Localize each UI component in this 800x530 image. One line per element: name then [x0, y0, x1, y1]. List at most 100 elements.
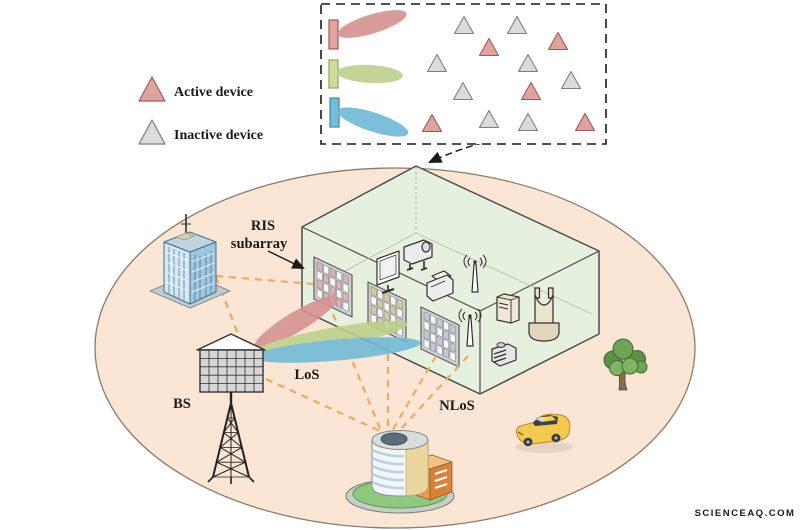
office-building: [149, 214, 231, 309]
inactive-device-triangle: [453, 15, 475, 35]
ris-element: [383, 301, 390, 313]
monitor-icon: [376, 250, 400, 295]
car-icon: [515, 413, 573, 453]
ris-element: [396, 298, 403, 310]
inset-beam-pink: [337, 10, 407, 38]
inset-beam-green: [337, 64, 403, 84]
tree-icon: [603, 338, 648, 391]
ris-element: [342, 273, 349, 285]
ris-element: [443, 338, 450, 350]
ris-element: [430, 332, 437, 344]
ris-subarray-pink: [328, 19, 339, 50]
inactive-device-triangle: [517, 112, 539, 132]
ris-element: [342, 291, 349, 303]
ris-element: [383, 310, 390, 322]
printer-icon: [426, 270, 454, 302]
ris-subarray-blue: [329, 97, 340, 128]
active-device-triangle: [574, 112, 596, 132]
ris-pointer-arrow: [267, 250, 305, 269]
beam-pink: [254, 295, 338, 349]
ris-element: [377, 298, 384, 310]
ris-element: [383, 292, 390, 304]
inactive-device-triangle: [517, 53, 539, 73]
annotations: BS LoS NLoS RIS subarray: [173, 139, 495, 414]
inset-beam-blue: [337, 107, 409, 137]
ris-element: [342, 282, 349, 294]
inactive-device-triangle: [452, 81, 474, 101]
ris-element: [323, 273, 330, 285]
round-tower-building: [345, 430, 455, 514]
ris-element: [377, 289, 384, 301]
ris-element: [449, 350, 456, 362]
ris-element: [390, 295, 397, 307]
ris-element: [430, 323, 437, 335]
ris-element: [316, 279, 323, 291]
watermark: SCIENCEAQ.COM: [695, 508, 796, 519]
ris-element: [329, 276, 336, 288]
ris-element: [443, 329, 450, 341]
ris-element: [329, 285, 336, 297]
inactive-device-swatch: [138, 119, 166, 145]
base-station: [196, 333, 266, 484]
ris-element: [449, 341, 456, 353]
active-device-triangle: [421, 113, 443, 133]
ris-element: [336, 270, 343, 282]
ris-element: [449, 332, 456, 344]
active-device-triangle: [520, 81, 542, 101]
active-device-triangle: [547, 31, 569, 51]
industrial-machine-icon: [403, 239, 433, 271]
ris-element: [342, 300, 349, 312]
dashed-link: [398, 355, 469, 432]
ris-subarray-green: [328, 59, 339, 89]
ris-element: [370, 286, 377, 298]
ris-panel: [420, 306, 460, 368]
dashed-link: [265, 377, 381, 433]
inactive-device-triangle: [560, 70, 582, 90]
inactive-device-triangle: [478, 109, 500, 129]
ris-element: [436, 344, 443, 356]
ris-element: [430, 314, 437, 326]
bs-tower-braces: [212, 402, 250, 478]
ris-subarray-label: RIS: [251, 218, 275, 234]
antenna-icon: [463, 254, 487, 293]
ris-element: [449, 323, 456, 335]
ris-element: [316, 261, 323, 273]
ris-element: [377, 307, 384, 319]
ris-element: [336, 279, 343, 291]
dashed-link: [331, 313, 383, 432]
ris-element: [443, 320, 450, 332]
dashed-link: [214, 276, 240, 335]
ris-panel-array: [313, 256, 460, 368]
robot-machine-icon: [491, 342, 517, 367]
antenna-icon: [458, 308, 482, 347]
ris-element: [323, 282, 330, 294]
ris-element: [423, 329, 430, 341]
ris-element: [423, 320, 430, 332]
beam-blue: [253, 337, 421, 363]
indoor-devices: [376, 239, 560, 367]
ris-element: [443, 347, 450, 359]
ris-element: [370, 295, 377, 307]
nlos-label: NLoS: [439, 398, 474, 414]
ris-element: [316, 270, 323, 282]
active-device-triangle: [478, 37, 500, 57]
legend: Active device Inactive device: [138, 76, 263, 145]
bs-label: BS: [173, 396, 191, 412]
inactive-device-label: Inactive device: [174, 128, 263, 143]
ris-element: [436, 317, 443, 329]
active-device-label: Active device: [174, 85, 253, 100]
inactive-device-triangle: [506, 15, 528, 35]
bs-beams: [253, 295, 421, 363]
active-device-swatch: [138, 76, 166, 102]
los-label: LoS: [295, 367, 320, 383]
ris-element: [423, 338, 430, 350]
ris-element: [329, 267, 336, 279]
ris-element: [436, 335, 443, 347]
turbine-machine-icon: [528, 287, 560, 342]
ris-element: [370, 304, 377, 316]
ris-element: [423, 311, 430, 323]
ris-element: [336, 297, 343, 309]
inset-panel: [320, 3, 607, 145]
ris-element: [396, 307, 403, 319]
